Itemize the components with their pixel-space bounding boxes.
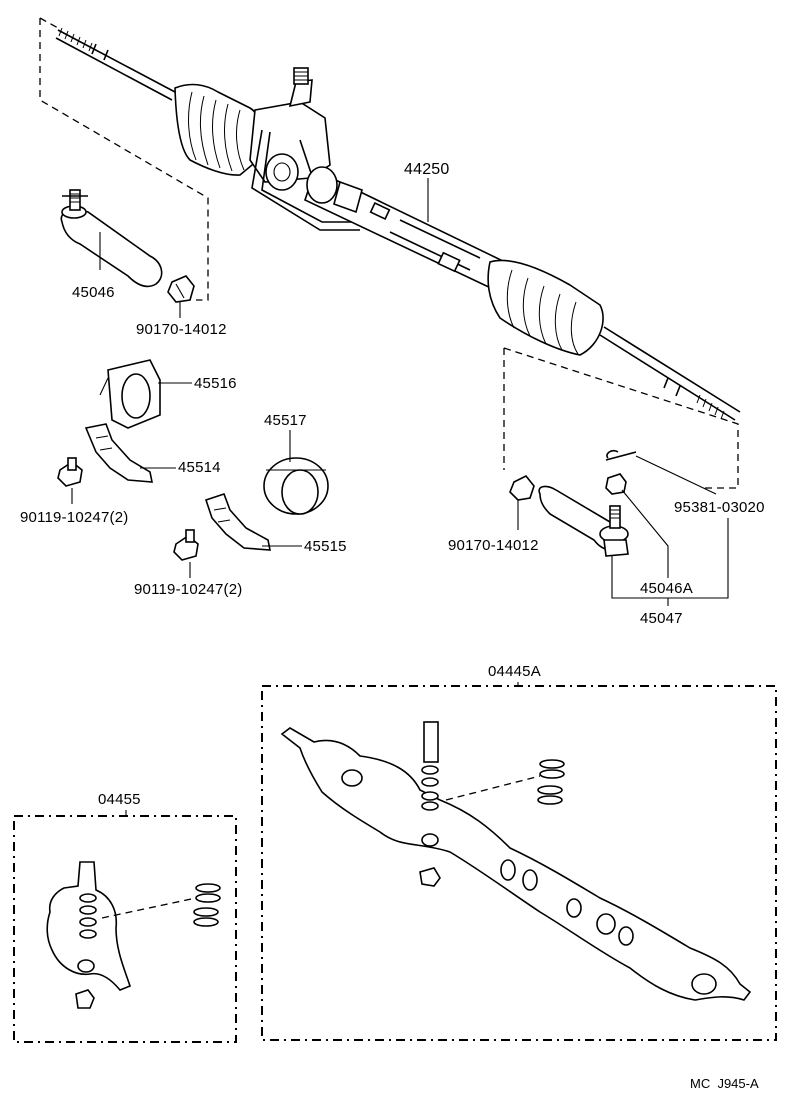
bolt-90119-2[interactable]: [173, 529, 199, 561]
tie-rod-end-right[interactable]: [538, 485, 629, 557]
kit-04445A-box: [261, 685, 777, 1041]
label-90119-10247-2: 90119-10247(2): [134, 581, 242, 598]
kit-04455-seals[interactable]: [193, 883, 221, 927]
grommet-45517[interactable]: [263, 457, 329, 515]
bracket-45514[interactable]: [84, 423, 153, 483]
kit-04445A-cap[interactable]: [419, 867, 441, 887]
label-45514: 45514: [178, 459, 221, 476]
bracket-bush-45516[interactable]: [99, 359, 161, 429]
castle-nut-left[interactable]: [167, 275, 195, 303]
tie-rod-end-left[interactable]: [60, 189, 163, 288]
label-04445A: 04445A: [488, 663, 541, 680]
kit-04445A-seals[interactable]: [537, 759, 565, 805]
label-95381-03020: 95381-03020: [674, 499, 765, 516]
label-45047: 45047: [640, 610, 683, 627]
label-44250: 44250: [404, 161, 450, 178]
kit-04455-cap[interactable]: [75, 989, 95, 1009]
label-45046: 45046: [72, 284, 115, 301]
label-90170-14012-right: 90170-14012: [448, 537, 539, 554]
kit-04455-housing[interactable]: [46, 861, 131, 991]
label-45517: 45517: [264, 412, 307, 429]
kit-04445A-housing[interactable]: [280, 721, 752, 1001]
label-90119-10247-1: 90119-10247(2): [20, 509, 128, 526]
steering-rack-assembly[interactable]: [55, 27, 741, 421]
bolt-90119-1[interactable]: [57, 457, 83, 487]
label-45515: 45515: [304, 538, 347, 555]
label-90170-14012-left: 90170-14012: [136, 321, 227, 338]
bracket-45515[interactable]: [204, 492, 271, 551]
reference-code: MC J945-A: [690, 1076, 759, 1091]
kit-04455-box: [13, 815, 237, 1043]
label-45046A: 45046A: [640, 580, 693, 597]
label-04455: 04455: [98, 791, 141, 808]
label-45516: 45516: [194, 375, 237, 392]
castle-nut-right[interactable]: [509, 474, 535, 501]
cotter-pin[interactable]: [605, 449, 637, 461]
